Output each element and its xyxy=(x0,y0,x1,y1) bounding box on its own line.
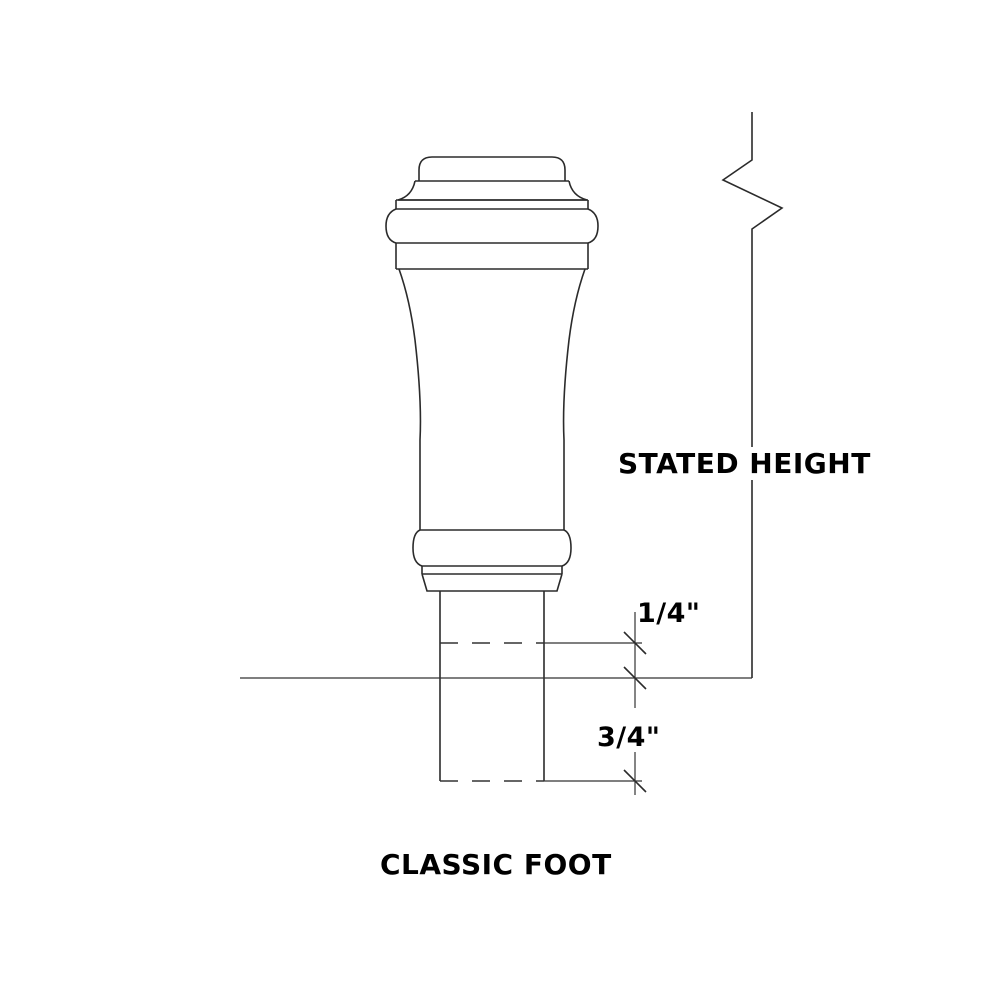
dimension-label-three-quarter-inch: 3/4" xyxy=(597,722,661,753)
dimension-label-quarter-inch: 1/4" xyxy=(637,598,701,629)
stated-height-break-line xyxy=(721,112,784,678)
drawing-title: CLASSIC FOOT xyxy=(380,848,612,881)
foot-top-cap xyxy=(385,156,599,270)
dimension-tick xyxy=(623,631,647,655)
dimension-tick xyxy=(623,666,647,690)
stated-height-label: STATED HEIGHT xyxy=(616,447,873,480)
foot-tenon xyxy=(439,591,545,782)
foot-bottom-bead xyxy=(412,529,572,592)
foot-body xyxy=(398,268,586,531)
dimension-tick xyxy=(623,769,647,793)
